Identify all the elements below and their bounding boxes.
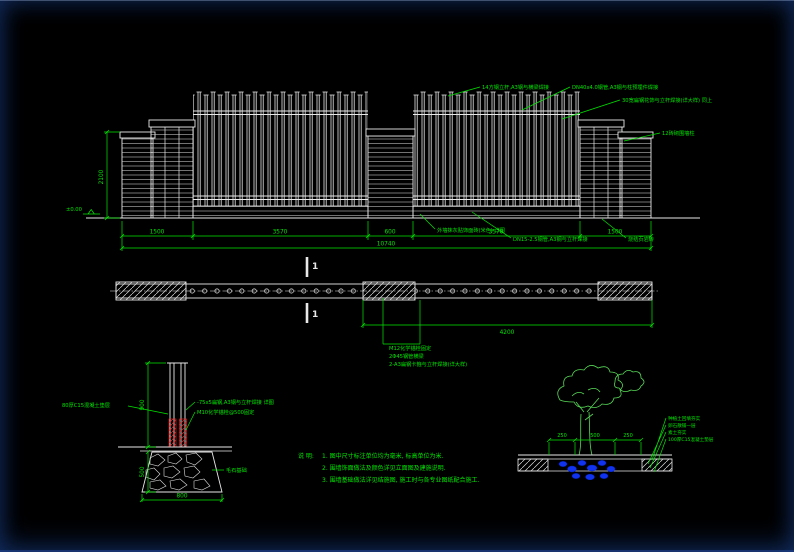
section-right-note-1: -75x5扁钢,A3钢与立杆焊接 详图 xyxy=(197,398,274,406)
section-mark-top: 1 xyxy=(305,257,318,277)
pillar-right-main xyxy=(577,119,625,219)
level-label: ±0.00 xyxy=(66,207,82,213)
dim-height: 2100 xyxy=(99,169,105,184)
planting-note-2: 卵石散铺一层 xyxy=(668,422,696,429)
plan-leaders: M12化学锚栓固定 2Φ45钢管横梁 2-A3扁钢卡箍与立杆焊接(详大样) xyxy=(382,298,467,368)
section-dimensions: 900 500 800 xyxy=(139,360,225,503)
plan-leader-2: 2Φ45钢管横梁 xyxy=(389,352,424,360)
general-notes: 说 明: 1. 图中尺寸标注单位均为毫米, 标高单位为米. 2. 围墙饰面做法及… xyxy=(298,452,479,484)
dim-segment-4: 3570 xyxy=(489,230,504,236)
blue-cobbles xyxy=(558,460,616,481)
section-left-note: 80厚C15混凝土垫层 xyxy=(62,401,110,409)
dim-segment-1: 1500 xyxy=(150,230,165,236)
planting-detail: 250 500 250 种植土回填夯实 卵石散铺一层 素土夯实 100厚C15混… xyxy=(517,365,714,481)
section-mark-bottom: 1 xyxy=(305,303,318,323)
elevation-dimensions: 1500 3570 600 3570 1500 10740 2100 xyxy=(99,129,654,251)
plan-view: 1 1 4200 M12化学锚栓固定 2Φ45钢管横梁 2-A3扁钢卡箍与立杆焊… xyxy=(110,257,658,368)
plan-pillar-right xyxy=(597,281,653,301)
note-line-1: 1. 图中尺寸标注单位均为毫米, 标高单位为米. xyxy=(322,452,443,460)
front-elevation: ±0.00 1500 3570 600 3570 1500 10740 2100… xyxy=(66,83,712,251)
section-foundation-note: 毛石基础 xyxy=(226,466,247,474)
annotation-square-bar: 14方钢立杆,A3钢与横梁焊接 xyxy=(482,83,549,91)
section-dim-h2: 500 xyxy=(140,466,146,477)
section-detail: 900 500 800 80厚C15混凝土垫层 -75x5扁钢,A3钢与立杆焊接… xyxy=(62,360,274,503)
section-dim-h1: 900 xyxy=(140,399,146,410)
annotation-small-pipe: DN15-2.5钢管,A3钢与立杆焊接 xyxy=(513,235,588,243)
dim-segment-2: 3570 xyxy=(273,230,288,236)
section-number-top: 1 xyxy=(312,262,318,272)
planting-dim-3: 250 xyxy=(623,433,633,439)
plan-posts-left xyxy=(187,284,362,298)
dim-segment-3: 600 xyxy=(384,230,395,236)
plan-pillar-left xyxy=(115,281,187,301)
dim-total: 10740 xyxy=(377,242,396,248)
plan-leader-1: M12化学锚栓固定 xyxy=(389,344,431,352)
notes-heading: 说 明: xyxy=(298,452,314,460)
ground-hatch-right xyxy=(641,458,673,472)
dim-segment-5: 1500 xyxy=(608,230,623,236)
pillar-left-end xyxy=(119,131,156,219)
pillar-left-main xyxy=(148,119,196,219)
annotation-flat-steel-ornament: 30宽扁钢花饰与立杆焊接(详大样) 同上 xyxy=(622,96,712,104)
plan-dim-span: 4200 xyxy=(500,330,515,336)
plan-dimension: 4200 xyxy=(360,300,655,336)
note-line-3: 3. 围墙基础做法详见结施图, 施工时与各专业图纸配合施工. xyxy=(322,476,479,484)
fence-panel-right xyxy=(412,90,581,219)
rubble-foundation xyxy=(141,451,223,493)
planting-dim-2: 500 xyxy=(590,433,600,439)
note-line-2: 2. 围墙饰面做法及颜色详见立面图及建施说明. xyxy=(322,464,446,472)
planting-note-3: 素土夯实 xyxy=(668,429,687,436)
level-marker: ±0.00 xyxy=(66,207,100,215)
section-dim-w: 800 xyxy=(176,494,187,500)
ground-hatch-left xyxy=(517,458,549,472)
planting-note-4: 100厚C15混凝土垫层 xyxy=(668,436,714,443)
elevation-annotations: 14方钢立杆,A3钢与横梁焊接 DN40x4.0钢管,A3钢与柱预埋件焊接 30… xyxy=(419,83,712,243)
red-anchor-left xyxy=(168,418,177,448)
section-number-bottom: 1 xyxy=(312,310,318,320)
red-anchor-right xyxy=(179,418,187,448)
section-right-note-2: M10化学锚栓@500固定 xyxy=(197,408,254,416)
tree-sketch xyxy=(557,365,645,456)
plan-pillar-middle xyxy=(362,281,416,301)
annotation-finish-tile: 外墙抹灰贴饰面砖(米色) 详图 xyxy=(437,226,505,234)
planting-note-1: 种植土回填夯实 xyxy=(668,415,701,422)
fence-panel-left xyxy=(192,90,369,219)
pillar-middle xyxy=(365,128,416,219)
planting-dim-1: 250 xyxy=(557,433,567,439)
annotation-shale-brick: 烧结页岩砖 xyxy=(628,235,654,243)
planting-annotations: 种植土回填夯实 卵石散铺一层 素土夯实 100厚C15混凝土垫层 xyxy=(647,415,714,473)
pillar-right-end xyxy=(617,131,654,219)
annotation-brick-pillar: 12砖砌围墙柱 xyxy=(662,129,695,137)
annotation-steel-pipe-rail: DN40x4.0钢管,A3钢与柱预埋件焊接 xyxy=(572,83,658,91)
section-annotations: 80厚C15混凝土垫层 -75x5扁钢,A3钢与立杆焊接 详图 M10化学锚栓@… xyxy=(62,398,274,474)
plan-leader-3: 2-A3扁钢卡箍与立杆焊接(详大样) xyxy=(389,360,467,368)
plan-posts-right xyxy=(415,284,598,298)
planting-dimensions: 250 500 250 xyxy=(546,433,644,455)
